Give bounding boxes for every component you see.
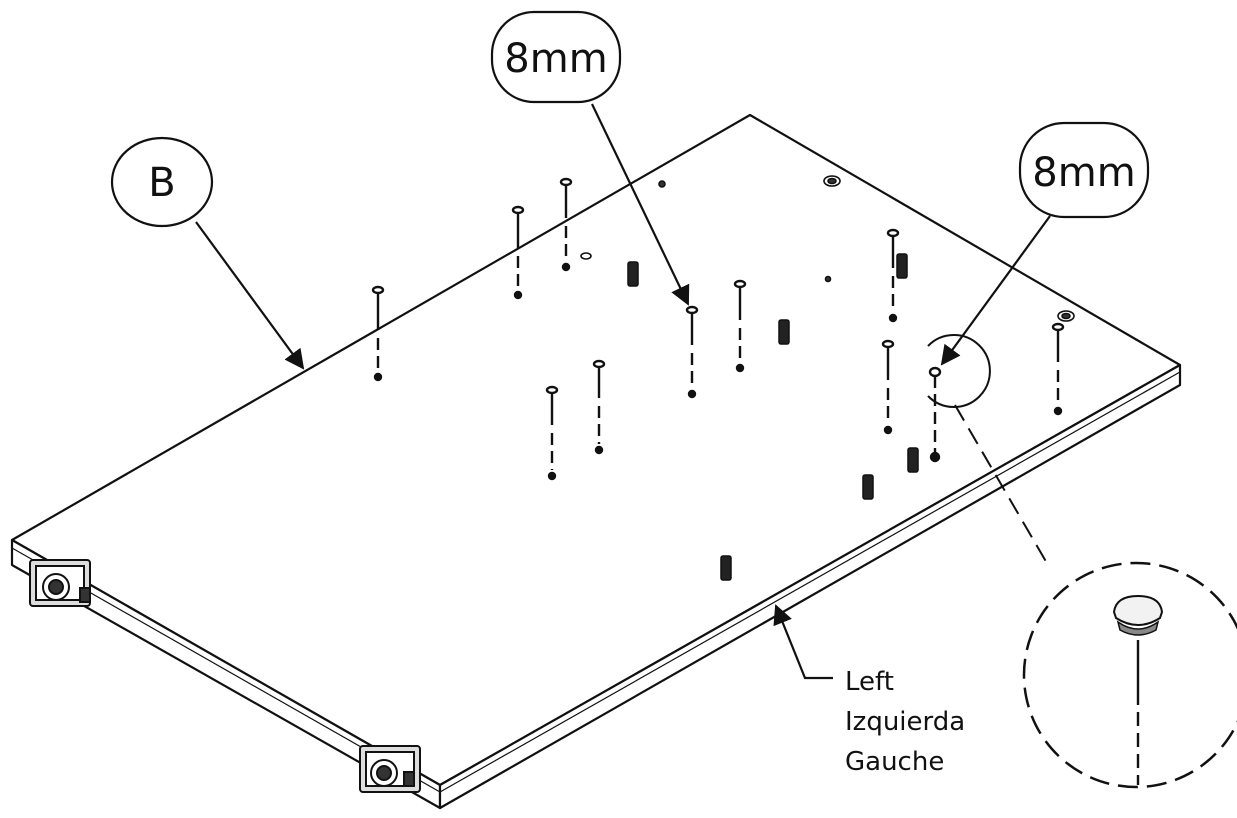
callout-b: B <box>110 136 305 370</box>
side-label-leader <box>773 604 833 680</box>
screws <box>371 177 1065 481</box>
dowels <box>627 253 919 581</box>
side-label-izquierda: Izquierda <box>845 707 965 737</box>
callout-b-label: B <box>148 160 175 206</box>
side-label-gauche: Gauche <box>845 747 944 777</box>
cam-fitting-front-left <box>29 559 91 607</box>
side-label-left: Left <box>845 667 894 697</box>
detail-marker-arc <box>927 334 991 408</box>
screw-pin <box>886 228 900 323</box>
cam-fitting-front-right <box>359 745 421 793</box>
screw-pin <box>733 279 747 373</box>
screw-pin <box>685 305 699 399</box>
screw-pin <box>881 339 895 435</box>
screw-pin <box>511 205 525 300</box>
screw-pin <box>928 366 942 463</box>
screw-pin <box>371 285 385 382</box>
callout-8mm-right: 8mm <box>940 121 1150 366</box>
screw-pin <box>1051 322 1065 416</box>
screw-pin <box>545 385 559 481</box>
callout-8mm-top-label: 8mm <box>504 36 607 82</box>
screw-pin <box>592 359 606 455</box>
callout-8mm-top: 8mm <box>490 10 690 306</box>
detail-leader <box>954 404 1049 566</box>
screw-pin <box>559 177 573 272</box>
pin-head <box>1112 594 1164 626</box>
magnified-detail <box>1022 561 1237 789</box>
panel-holes <box>580 175 1075 322</box>
callout-8mm-right-label: 8mm <box>1032 150 1135 196</box>
